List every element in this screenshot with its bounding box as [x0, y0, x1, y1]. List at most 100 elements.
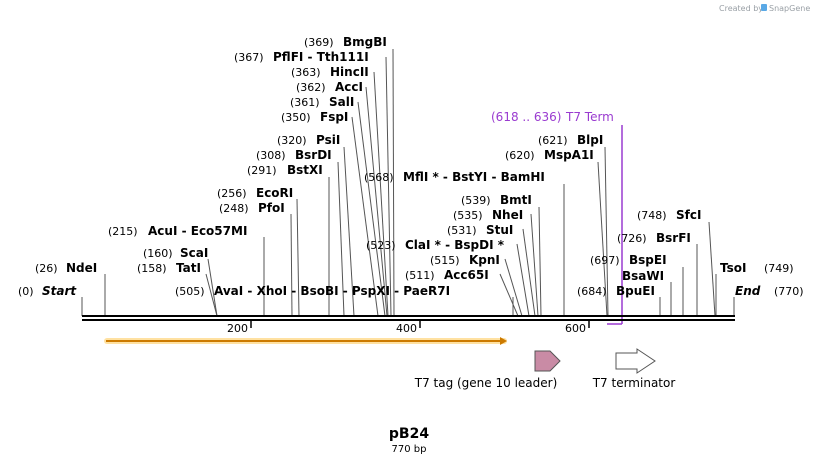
site-name-sali: SalI	[329, 95, 354, 109]
site-name-clai: ClaI * - BspDI *	[405, 238, 505, 252]
t7-tag-feature-icon[interactable]	[534, 350, 561, 372]
leader-kpni	[504, 258, 523, 317]
site-pos-acc65i: (511)	[405, 269, 435, 282]
site-pos-sali: (361)	[290, 96, 320, 109]
leader-bmti	[538, 206, 542, 317]
site-name-pflfi: PflFI - Tth111I	[273, 50, 369, 64]
t7-terminator-label: T7 terminator	[592, 376, 676, 390]
left-site-labels: (26) NdeI (160) ScaI (158) TatI (215) Ac…	[35, 35, 794, 298]
site-name-nhei: NheI	[492, 208, 523, 222]
site-name-bmti: BmtI	[500, 193, 532, 207]
site-name-stui: StuI	[486, 223, 513, 237]
leader-pfoi	[290, 213, 293, 317]
site-pos-bmti: (539)	[461, 194, 491, 207]
plasmid-length: 770 bp	[392, 444, 427, 455]
site-name-acc65i: Acc65I	[444, 268, 489, 282]
site-pos-kpni: (515)	[430, 254, 460, 267]
leader-blpi	[604, 146, 609, 317]
site-pos-blpi: (621)	[538, 134, 568, 147]
leader-acci	[365, 86, 388, 317]
start-pos: (0)	[18, 285, 34, 298]
credit-prefix: Created by	[719, 4, 763, 13]
leader-nhei	[530, 213, 539, 317]
tick-label-600: 600	[565, 322, 586, 335]
site-name-mspa1i: MspA1I	[544, 148, 594, 162]
dna-backbone	[82, 315, 735, 321]
site-name-mfli: MflI * - BstYI - BamHI	[403, 170, 545, 184]
leader-bsrdi	[337, 161, 345, 317]
site-pos-clai: (523)	[366, 239, 396, 252]
scale-ticks: 200 400 600	[227, 321, 590, 335]
site-pos-mspa1i: (620)	[505, 149, 535, 162]
site-name-sfci: SfcI	[676, 208, 701, 222]
leader-pflfi	[385, 56, 392, 317]
site-pos-fspi: (350)	[281, 111, 311, 124]
site-pos-ecori: (256)	[217, 187, 247, 200]
site-pos-ndei: (26)	[35, 262, 58, 275]
leader-tati	[205, 273, 218, 317]
site-leader-lines	[81, 48, 735, 317]
site-name-fspi: FspI	[320, 110, 348, 124]
site-name-bmgbi: BmgBI	[343, 35, 387, 49]
leader-ecori	[296, 198, 300, 317]
end-pos: (770)	[774, 285, 804, 298]
site-pos-bpuei: (684)	[577, 285, 607, 298]
leader-sali	[357, 101, 386, 317]
t7-terminator-feature-icon[interactable]	[615, 348, 656, 374]
site-pos-bsrdi: (308)	[256, 149, 286, 162]
terminator-name: T7 Term	[565, 110, 614, 124]
site-name-bsrfi: BsrFI	[656, 231, 691, 245]
site-name-ecori: EcoRI	[256, 186, 293, 200]
site-pos-psii: (320)	[277, 134, 307, 147]
site-pos-acui: (215)	[108, 225, 138, 238]
snapgene-logo-icon	[761, 4, 767, 11]
site-pos-bstxi: (291)	[247, 164, 277, 177]
end-label: End	[735, 284, 761, 298]
site-name-bsawi: BsaWI	[622, 269, 664, 283]
site-pos-bspei: (697)	[590, 254, 620, 267]
site-pos-acci: (362)	[296, 81, 326, 94]
leader-bmgbi	[392, 48, 395, 317]
leader-stui	[522, 228, 536, 317]
leader-mspa1i	[597, 161, 608, 317]
site-name-blpi: BlpI	[577, 133, 603, 147]
tick-label-200: 200	[227, 322, 248, 335]
site-pos-bmgbi: (369)	[304, 36, 334, 49]
site-name-bpuei: BpuEI	[616, 284, 655, 298]
leader-fspi	[351, 116, 379, 317]
leader-hincii	[373, 71, 389, 317]
leader-acc65i	[499, 273, 519, 317]
site-pos-pfoi: (248)	[219, 202, 249, 215]
leader-sfci	[708, 221, 716, 317]
site-name-acci: AccI	[335, 80, 363, 94]
site-pos-row505: (505)	[175, 285, 205, 298]
site-pos-tati: (158)	[137, 262, 167, 275]
leader-psii	[343, 146, 355, 317]
site-name-row505: AvaI - XhoI - BsoBI - PspXI - PaeR7I	[214, 284, 450, 298]
plasmid-name: pB24	[389, 426, 429, 442]
site-name-ndei: NdeI	[66, 261, 97, 275]
site-pos-nhei: (535)	[453, 209, 483, 222]
site-pos-sfci: (748)	[637, 209, 667, 222]
site-pos-mfli: (568)	[364, 171, 394, 184]
site-pos-scai: (160)	[143, 247, 173, 260]
site-name-scai: ScaI	[180, 246, 208, 260]
terminator-range: (618 .. 636)	[491, 110, 561, 124]
leader-clai	[516, 243, 530, 317]
leader-scai	[207, 258, 218, 317]
site-name-tsoi: TsoI	[720, 261, 746, 275]
site-name-psii: PsiI	[316, 133, 340, 147]
tick-label-400: 400	[396, 322, 417, 335]
site-name-bspei: BspEI	[629, 253, 667, 267]
t7-tag-label: T7 tag (gene 10 leader)	[414, 376, 558, 390]
terminator-marker	[607, 125, 623, 325]
credit-brand: SnapGene	[769, 4, 810, 13]
site-name-pfoi: PfoI	[258, 201, 285, 215]
site-pos-tsoi: (749)	[764, 262, 794, 275]
site-name-hincii: HincII	[330, 65, 369, 79]
site-name-bstxi: BstXI	[287, 163, 323, 177]
site-pos-stui: (531)	[447, 224, 477, 237]
site-name-kpni: KpnI	[469, 253, 500, 267]
site-pos-hincii: (363)	[291, 66, 321, 79]
orf-arrow[interactable]	[104, 337, 507, 345]
